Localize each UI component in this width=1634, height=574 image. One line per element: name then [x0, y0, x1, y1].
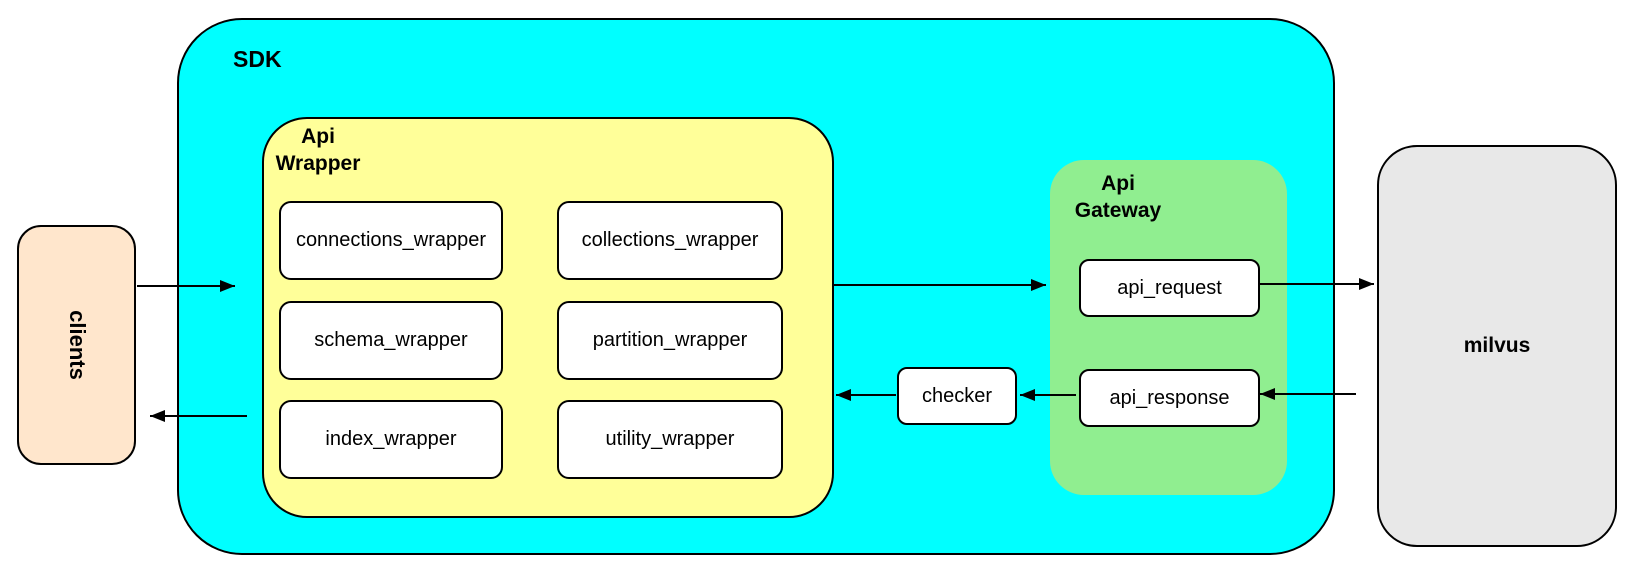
api-wrapper-group: Api Wrapper connections_wrapper collecti…: [262, 117, 834, 518]
api-gateway-label: Api Gateway: [1068, 170, 1168, 224]
api-wrapper-label-line1: Api: [301, 125, 335, 148]
api-gateway-label-line1: Api: [1101, 172, 1135, 195]
sdk-label: SDK: [233, 46, 282, 72]
milvus-node: milvus: [1377, 145, 1617, 547]
partition-wrapper-node: partition_wrapper: [557, 301, 783, 380]
schema-wrapper-node: schema_wrapper: [279, 301, 503, 380]
clients-node: clients: [17, 225, 136, 465]
api-wrapper-label: Api Wrapper: [268, 123, 368, 177]
api-gateway-group: Api Gateway api_request api_response: [1050, 160, 1287, 495]
api-wrapper-label-line2: Wrapper: [275, 152, 361, 175]
api-request-node: api_request: [1079, 259, 1260, 317]
clients-label: clients: [64, 310, 90, 380]
collections-wrapper-node: collections_wrapper: [557, 201, 783, 280]
connections-wrapper-node: connections_wrapper: [279, 201, 503, 280]
utility-wrapper-node: utility_wrapper: [557, 400, 783, 479]
checker-node: checker: [897, 367, 1017, 425]
index-wrapper-node: index_wrapper: [279, 400, 503, 479]
sdk-container: SDK Api Wrapper connections_wrapper coll…: [177, 18, 1335, 555]
api-gateway-label-line2: Gateway: [1074, 199, 1162, 222]
api-response-node: api_response: [1079, 369, 1260, 427]
milvus-label: milvus: [1463, 334, 1531, 357]
